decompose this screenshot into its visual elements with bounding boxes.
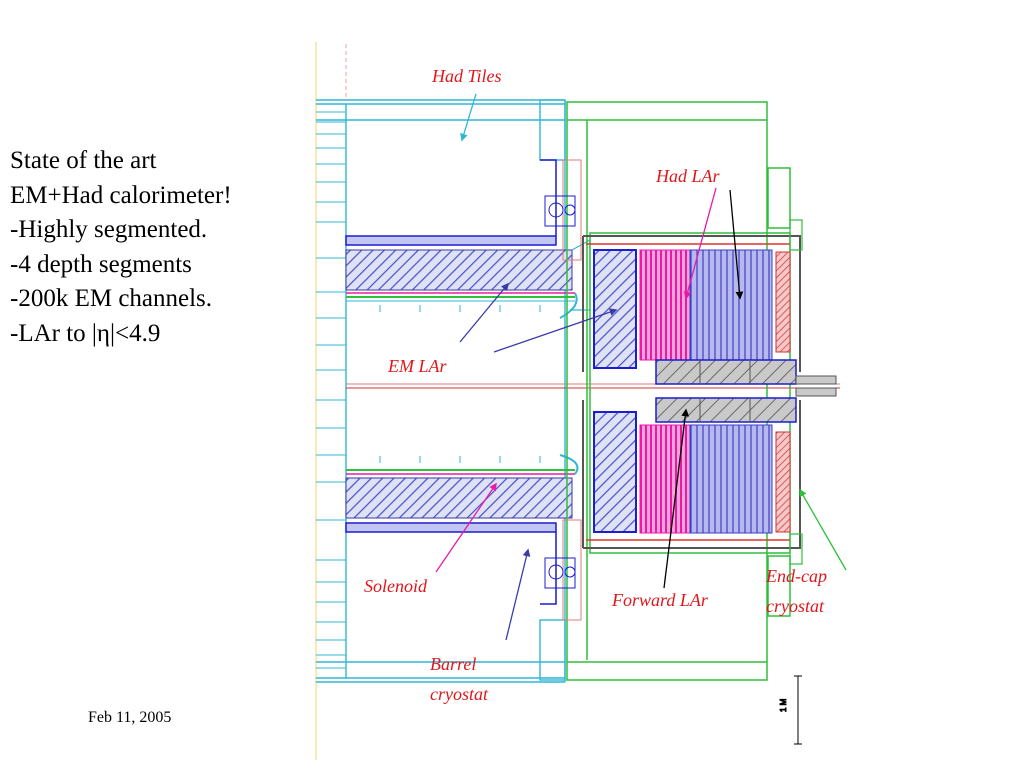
footer-date: Feb 11, 2005 [88,709,172,726]
gap-hardware [544,195,576,589]
scale-label: 1 M [779,698,788,712]
bullet-item: -200k EM channels. [10,285,213,312]
bullet-list: State of the art EM+Had calorimeter! -Hi… [10,144,320,351]
hec-modules [639,249,773,534]
barrel-frame [315,42,566,760]
calorimeter-diagram: 1 M Had Tiles Had LAr EM LAr Solenoid Ba… [315,42,847,760]
label-barrel-cryostat-line1: Barrel [430,654,476,674]
fcal-modules [655,359,837,423]
label-solenoid: Solenoid [364,576,428,596]
label-had-tiles: Had Tiles [431,66,502,86]
label-endcap-cryostat-line2: cryostat [766,596,825,616]
label-had-lar: Had LAr [655,166,721,186]
endcap-envelope [566,101,791,681]
scale-bar: 1 M [779,675,802,745]
barrel-em-upper [345,159,591,319]
arrow-had-lar-black [729,189,744,300]
arrow-had-tiles [460,93,477,142]
label-forward-lar: Forward LAr [611,590,709,610]
bullet-item: EM+Had calorimeter! [10,181,232,209]
barrel-em-lower [345,454,579,605]
bullet-item: State of the art [10,147,157,174]
bullet-item: -Highly segmented. [10,216,208,243]
arrow-solenoid [435,482,497,573]
pointer-arrows [435,93,847,641]
bullet-item: -LAr to |η|<4.9 [10,319,161,347]
arrow-had-lar-magenta [683,187,717,300]
endcap-cryostat [582,235,801,549]
label-endcap-cryostat-line1: End-cap [765,566,827,586]
arrow-em-lar-endcap [493,308,618,353]
arrow-em-lar-barrel [459,282,509,343]
label-barrel-cryostat-line2: cryostat [430,684,489,704]
bullet-item: -4 depth segments [10,250,192,278]
arrow-endcap-cryostat [799,488,847,571]
arrow-forward-lar [663,408,690,589]
label-em-lar: EM LAr [387,356,447,376]
arrow-barrel-cryostat [505,548,531,641]
endcap-cryostat-wall [767,167,803,617]
emec-wheels [593,249,637,533]
